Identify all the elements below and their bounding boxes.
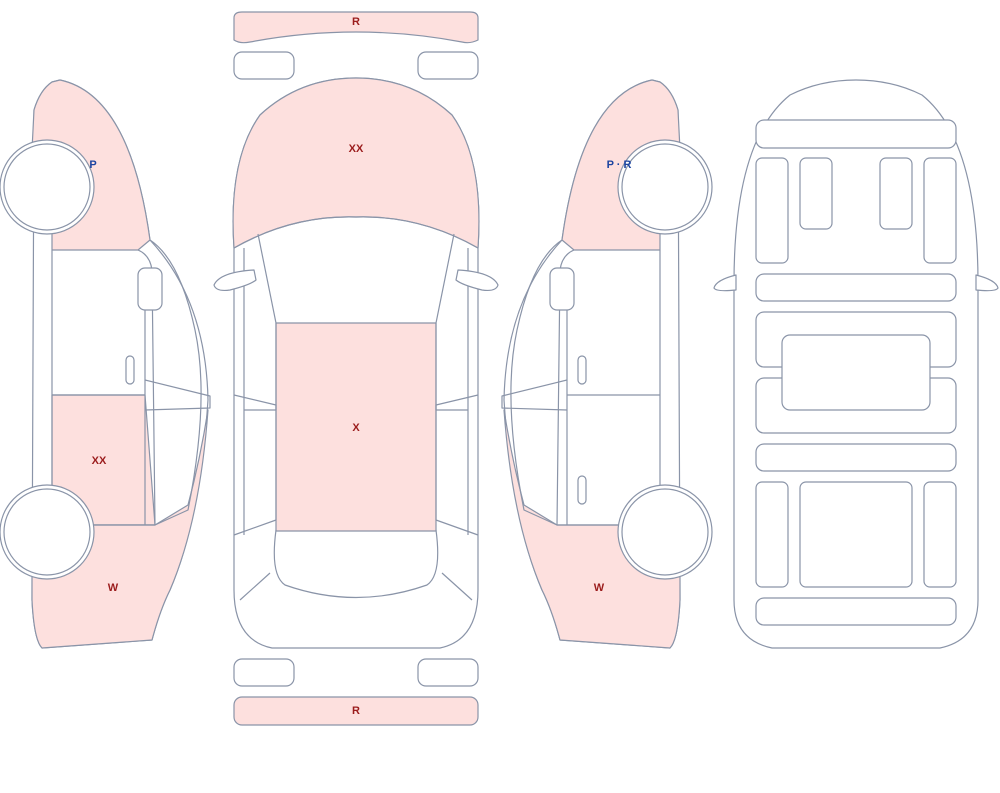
underside-panel-front: [755, 119, 957, 149]
right-pillar: [501, 379, 568, 411]
rear-right-taillight[interactable]: [417, 658, 479, 687]
left-rear-quarter[interactable]: [31, 409, 209, 649]
left-rear-wheel[interactable]: [3, 488, 91, 576]
underside-panel-front-mid-right: [879, 157, 913, 230]
left-side-view: [0, 79, 211, 649]
right-side-view: [501, 79, 713, 649]
left-rear-quarter-label: W: [108, 582, 119, 594]
front-left-headlight[interactable]: [233, 51, 295, 80]
windshield: [233, 216, 479, 324]
right-front-door-handle[interactable]: [577, 355, 587, 385]
roof-label: X: [352, 422, 360, 434]
front-bumper-label: R: [352, 16, 360, 28]
rear-left-taillight[interactable]: [233, 658, 295, 687]
hood-label: XX: [349, 143, 364, 155]
roof[interactable]: [275, 322, 437, 532]
top-left-mirror[interactable]: [213, 269, 257, 292]
front-bumper[interactable]: [233, 11, 479, 44]
left-front-fender-label: P: [89, 159, 96, 171]
underside-view: [713, 79, 999, 649]
right-door-lines: [557, 250, 661, 526]
left-pillar: [144, 379, 211, 411]
underside-panel-center: [781, 334, 931, 411]
underside-panel-rear-center: [799, 481, 913, 588]
underside-left-mirror: [713, 274, 737, 292]
left-mirror[interactable]: [137, 267, 163, 311]
rear-window: [273, 529, 439, 599]
top-view: [213, 11, 499, 726]
rear-bumper-label: R: [352, 705, 360, 717]
right-rear-quarter-label: W: [594, 582, 605, 594]
front-right-headlight[interactable]: [417, 51, 479, 80]
underside-panel-rear: [755, 597, 957, 626]
right-front-fender-label: P · R: [607, 159, 632, 171]
left-front-wheel[interactable]: [3, 143, 91, 231]
underside-panel-front-left: [755, 157, 789, 264]
underside-panel-crossmember: [755, 273, 957, 302]
left-front-door-handle[interactable]: [125, 355, 135, 385]
rear-edge-lines: [239, 572, 473, 601]
underside-panel-rear-left: [755, 481, 789, 588]
top-right-mirror[interactable]: [455, 269, 499, 292]
right-rear-wheel[interactable]: [621, 488, 709, 576]
right-rear-quarter[interactable]: [503, 409, 681, 649]
underside-panel-front-mid-left: [799, 157, 833, 230]
underside-right-mirror: [975, 274, 999, 292]
right-front-wheel[interactable]: [621, 143, 709, 231]
damage-labels: R XX X R P XX W P · R W: [89, 16, 631, 717]
left-front-door-line: [51, 250, 155, 526]
top-side-lines: [233, 248, 479, 536]
underside-panel-rear-crossmember: [755, 443, 957, 472]
underside-panel-front-right: [923, 157, 957, 264]
right-rear-door-handle[interactable]: [577, 475, 587, 505]
left-rear-door-label: XX: [92, 455, 107, 467]
right-mirror[interactable]: [549, 267, 575, 311]
rear-bumper[interactable]: [233, 696, 479, 726]
top-pillars: [233, 394, 479, 411]
underside-panel-rear-right: [923, 481, 957, 588]
